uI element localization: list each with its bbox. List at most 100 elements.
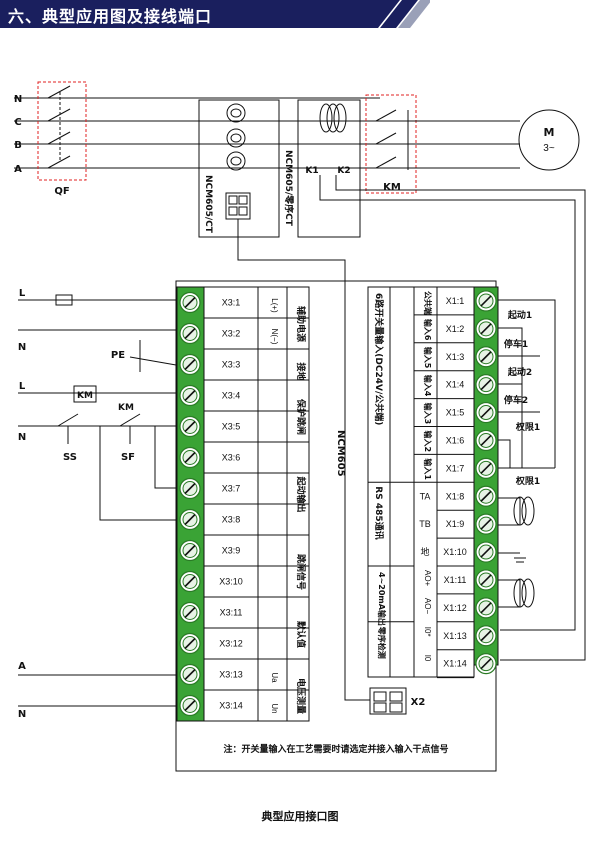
terminal-id: X1:7 (446, 463, 465, 473)
terminal-screw (179, 663, 201, 686)
external-input-label: 权限1 (515, 421, 540, 433)
rs485-pin: 地 (420, 546, 429, 557)
terminal-id: X1:10 (443, 547, 467, 557)
motor-label: M (544, 126, 555, 139)
terminal-screw (475, 513, 497, 535)
motor-phase-label: 3~ (543, 143, 555, 154)
terminal-screw (475, 597, 497, 619)
terminal-screw (179, 477, 201, 500)
terminal-id: X1:2 (446, 324, 465, 334)
device-label: NCM605 (335, 430, 346, 477)
terminal-id: X1:1 (446, 296, 465, 306)
analog-label: 4~20mA输出 (377, 572, 387, 626)
terminal-screw (475, 569, 497, 591)
ct-module (198, 99, 280, 238)
zero-ct-label: NCM605/零序CT (283, 150, 295, 227)
rs485-pin: TB (419, 519, 431, 529)
terminal-id: X3:6 (222, 453, 241, 463)
terminal-screw (179, 694, 201, 717)
terminal-id: X3:12 (219, 639, 243, 649)
terminal-screw (179, 539, 201, 562)
terminal-screw (179, 632, 201, 655)
terminal-id: X3:3 (222, 360, 241, 370)
ct-label: NCM605/CT (203, 175, 213, 234)
external-input-label: 停车2 (504, 394, 528, 406)
terminal-screw (475, 457, 497, 479)
function-label: 辅助电源 (295, 306, 307, 342)
terminal-id: X1:6 (446, 435, 465, 445)
terminal-id: X3:10 (219, 577, 243, 587)
terminal-screw (475, 625, 497, 647)
rs485-label: RS 485通讯 (373, 486, 385, 539)
line-label: N (18, 342, 26, 353)
header-banner (0, 0, 430, 28)
zero-seq-ct-module (297, 99, 361, 238)
function-label: 默认值 (295, 621, 307, 648)
terminal-id: X3:1 (222, 298, 241, 308)
note-label: 注：开关量输入在工艺需要时请选定并接入输入干点信号 (223, 743, 448, 755)
terminal-screw (475, 429, 497, 452)
function-label: 接地 (295, 363, 307, 381)
terminal-screw (179, 291, 201, 314)
terminal-screw (475, 290, 497, 312)
line-label: N (18, 709, 26, 720)
motor-circle (518, 109, 580, 171)
terminal-screw (179, 570, 201, 593)
terminal-id: X3:2 (222, 329, 241, 339)
line-label: A (18, 661, 26, 672)
km-label: KM (383, 182, 401, 193)
terminal-screw (179, 508, 201, 531)
x2-label: X2 (411, 697, 426, 708)
external-input-label: 停车1 (504, 338, 528, 350)
external-input-label: 起动2 (507, 366, 532, 378)
sf-label: SF (121, 452, 135, 463)
terminal-id: X1:3 (446, 352, 465, 362)
line-label: N (18, 432, 26, 443)
terminal-screw (179, 322, 201, 345)
input-label: 输入6 (423, 319, 433, 341)
terminal-id: X3:9 (222, 546, 241, 556)
pe-label: PE (111, 350, 125, 361)
terminal-screw (179, 415, 201, 438)
km-contact-label: KM (118, 403, 134, 413)
terminal-screw (475, 318, 497, 340)
terminal-id: X1:11 (444, 575, 467, 585)
k1-label: K1 (305, 166, 318, 176)
page-title: 六、典型应用图及接线端口 (8, 7, 213, 26)
terminal-screw (179, 601, 201, 624)
zero-seq-label: 零序检测 (377, 626, 387, 659)
terminal-signal: N(−) (270, 329, 279, 345)
analog-pin: AO− (423, 598, 432, 615)
qf-box (37, 81, 87, 181)
terminal-id: X1:8 (446, 491, 465, 501)
terminal-screw (475, 485, 497, 507)
terminal-id: X3:7 (222, 484, 241, 494)
section-header: 六、典型应用图及接线端口 (0, 0, 430, 28)
line-label: C (14, 117, 21, 128)
external-input-label: 权限1 (515, 475, 540, 487)
terminal-id: X1:12 (443, 603, 467, 613)
figure-caption: 典型应用接口图 (261, 810, 339, 823)
function-label: 电压测量 (295, 678, 307, 714)
terminal-screw (475, 346, 497, 368)
input-group-label: 6路开关量输入(DC24V/公共端) (373, 293, 385, 425)
km-coil-label: KM (77, 391, 93, 401)
input-label: 输入1 (423, 458, 433, 480)
zero-seq-pin: I0 (423, 655, 432, 662)
function-label: 起动输出 (295, 476, 307, 513)
terminal-id: X3:14 (219, 701, 243, 711)
left-terminal-strip (176, 286, 205, 722)
line-label: L (19, 381, 26, 392)
terminal-id: X1:4 (446, 380, 465, 390)
function-label: 跳闸信号 (295, 554, 307, 590)
terminal-screw (179, 384, 201, 407)
terminal-id: X3:13 (219, 670, 243, 680)
function-label: 保护跳闸 (295, 398, 307, 435)
external-input-label: 起动1 (507, 309, 532, 321)
zero-seq-pin: I0* (423, 627, 432, 637)
line-label: A (14, 164, 22, 175)
terminal-id: X3:4 (222, 391, 241, 401)
terminal-screw (179, 353, 201, 376)
terminal-signal: Ua (270, 672, 279, 683)
